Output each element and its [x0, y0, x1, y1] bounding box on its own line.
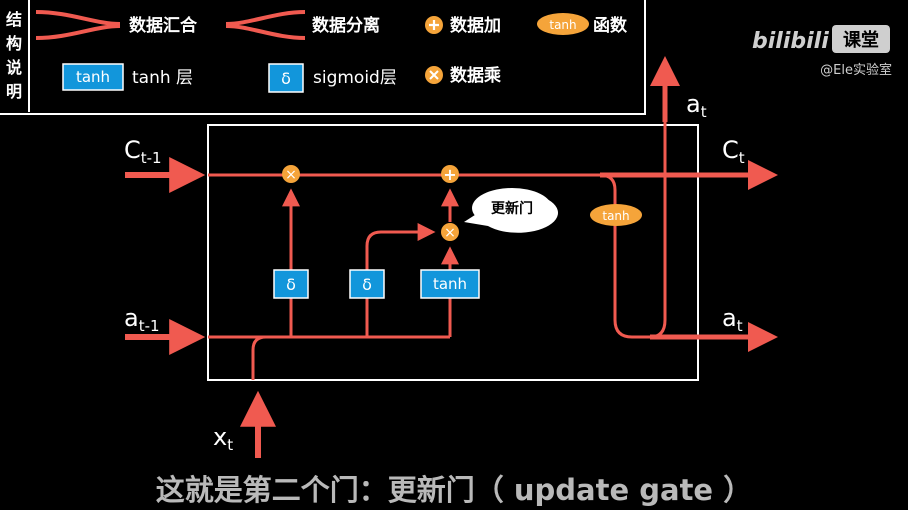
input-a-sub: t-1: [139, 317, 160, 335]
update-gate-callout-text: 更新门: [491, 200, 533, 217]
output-a-top-sub: t: [701, 103, 707, 121]
update-sigmoid-label: δ: [362, 275, 372, 294]
update-multiply-symbol: ×: [444, 225, 456, 241]
input-x-sub: t: [227, 436, 233, 454]
legend-tanh-func-badge: tanh: [549, 18, 576, 32]
legend-split-label: 数据分离: [312, 15, 380, 36]
legend-tanh-layer-label: tanh 层: [132, 68, 193, 88]
legend-add-label: 数据加: [450, 15, 501, 36]
watermark: bilibili 课堂 @Ele实验室: [752, 25, 892, 78]
cell-boundary: [207, 124, 699, 381]
cell-output-branch: [599, 122, 667, 339]
input-c-label: Ct-1: [124, 136, 162, 167]
forget-multiply-node: ×: [282, 165, 300, 183]
tanh-layer-box: [420, 269, 480, 299]
forget-multiply-symbol: ×: [285, 167, 297, 183]
output-c-label: Ct: [722, 136, 745, 167]
forget-sigmoid-label: δ: [286, 275, 296, 294]
input-x-label: xt: [213, 423, 233, 454]
output-c-sub: t: [739, 149, 745, 167]
forget-sigmoid-box: [273, 269, 309, 299]
legend-title-char-4: 明: [6, 82, 22, 101]
input-c-main: C: [124, 136, 141, 164]
output-a-top-label: at: [686, 90, 707, 121]
legend-sigmoid-label: sigmoid层: [313, 68, 397, 88]
tanh-layer-box-icon: [62, 63, 124, 91]
output-a-right-label: at: [722, 304, 743, 335]
bilibili-logo: bilibili: [752, 29, 829, 54]
cell-add-node: +: [441, 165, 459, 184]
x-input-merge-line: [251, 335, 267, 380]
output-a-top-main: a: [686, 90, 701, 118]
legend-multiply-label: 数据乘: [450, 65, 501, 86]
update-sigmoid-box: [349, 269, 385, 299]
input-a-label: at-1: [124, 304, 160, 335]
merge-lines-icon: [35, 10, 121, 40]
input-x-main: x: [213, 423, 227, 451]
legend-tanh-func-label: 函数: [593, 15, 628, 36]
sigmoid-box-icon: [268, 63, 304, 93]
legend-sigmoid-box: δ: [281, 69, 291, 88]
output-a-right-sub: t: [737, 317, 743, 335]
output-a-right-main: a: [722, 304, 737, 332]
logo-badge-frame: [832, 25, 890, 53]
legend-merge-label: 数据汇合: [129, 15, 198, 36]
legend-title-char-3: 说: [6, 58, 22, 77]
add-node-icon: [425, 16, 443, 34]
output-tanh-badge-label: tanh: [602, 209, 629, 223]
output-c-main: C: [722, 136, 739, 164]
cell-add-symbol: +: [443, 165, 456, 184]
legend-title-char-2: 构: [6, 34, 22, 53]
legend-tanh-layer-box: tanh: [76, 68, 110, 86]
tanh-layer-label: tanh: [433, 275, 467, 293]
output-tanh-badge: [590, 204, 642, 226]
update-multiply-node: ×: [441, 223, 459, 241]
input-c-sub: t-1: [141, 149, 162, 167]
watermark-handle: @Ele实验室: [820, 62, 892, 78]
legend-frame: [0, 0, 646, 115]
tanh-function-badge-icon: [537, 13, 589, 35]
update-sigmoid-to-mult-arrow: [365, 223, 436, 270]
split-lines-icon: [225, 10, 306, 40]
update-gate-callout: 更新门: [464, 188, 558, 233]
logo-badge-text: 课堂: [843, 29, 879, 51]
video-subtitle: 这就是第二个门：更新门（ update gate ）: [156, 473, 752, 507]
legend-title-char-1: 结: [5, 10, 22, 29]
input-a-main: a: [124, 304, 139, 332]
lstm-cell-diagram: × + × δ δ tanh tanh 更新门 Ct-1: [124, 56, 778, 458]
multiply-node-icon: [425, 66, 443, 84]
legend-panel: 结 构 说 明 数据汇合 数据分离 数据加 tanh 函数 tanh tanh …: [0, 0, 646, 115]
